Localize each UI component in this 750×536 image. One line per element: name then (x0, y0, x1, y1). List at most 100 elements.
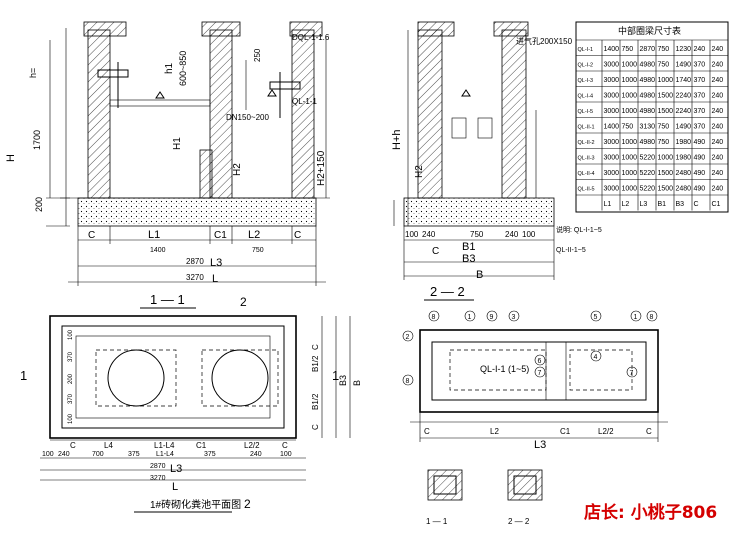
table-cell: 1500 (658, 93, 674, 100)
pdim-3270: 3270 (150, 475, 166, 482)
section-1-1: DQL-1-1.6 250 h1 600~850 h= QL-1-1 DN150… (5, 21, 330, 309)
label-600-850: 600~850 (178, 51, 188, 86)
callout-number: 8 (432, 314, 436, 321)
beam-l3: L3 (534, 439, 546, 451)
pm-1: 370 (68, 351, 74, 362)
dim-l-label: L (212, 273, 218, 285)
table-cell: 3130 (640, 124, 656, 131)
bd-l2: L2 (490, 427, 499, 436)
dim-c1: C1 (214, 230, 227, 241)
callout-circle (630, 310, 642, 322)
table-cell: 3000 (604, 93, 620, 100)
table-cell: 750 (622, 46, 634, 53)
left-wall (87, 29, 111, 199)
label-vent: 进气孔200X150 (516, 36, 573, 46)
table-cell: 1000 (622, 170, 638, 177)
cut-mark-1-right: 1 (332, 368, 339, 383)
table-header-cell: B1 (658, 201, 667, 208)
callout-circle (402, 330, 414, 342)
table-cell: 370 (694, 62, 706, 69)
pdim-2870: 2870 (150, 463, 166, 470)
table-header-cell: L1 (604, 201, 612, 208)
label-ql-1-1: QL-1-1 (292, 97, 317, 106)
plan-outer (49, 315, 297, 439)
table-cell: 240 (712, 93, 724, 100)
callout-number: 6 (538, 358, 542, 365)
pdim-l: L (172, 481, 178, 493)
table-cell: 2240 (676, 93, 692, 100)
table-cell: 2480 (676, 186, 692, 193)
ps-b: B (352, 380, 362, 386)
table-cell: 1000 (622, 62, 638, 69)
label-200: 200 (34, 197, 44, 212)
table-cell: 240 (712, 139, 724, 146)
bd-c2: C (646, 427, 652, 436)
table-cell: 240 (712, 186, 724, 193)
table-cell: 240 (712, 124, 724, 131)
table-cell: 5220 (640, 155, 656, 162)
table-cell: 3000 (604, 186, 620, 193)
table-cell: 370 (694, 108, 706, 115)
table-cell: 370 (694, 124, 706, 131)
ps-b3: B3 (338, 375, 348, 386)
dim22-750: 750 (470, 230, 484, 239)
table-cell: 3000 (604, 170, 620, 177)
pdim-6: 240 (250, 451, 262, 458)
label-H2: H2 (232, 163, 243, 176)
table-cell: 4980 (640, 93, 656, 100)
table-cell: 2480 (676, 170, 692, 177)
callout-number: 8 (406, 378, 410, 385)
small-title-2: 2 — 2 (508, 517, 530, 526)
table-cell: 1000 (622, 108, 638, 115)
table-cell: 1740 (676, 77, 692, 84)
pdim-l3: L3 (170, 463, 182, 475)
pdim-7: 100 (280, 451, 292, 458)
beam-label: QL-I-1 (1~5) (480, 364, 529, 374)
callout-circle (508, 310, 520, 322)
table-cell: QL-I-2 (578, 63, 594, 69)
table-cell: 490 (694, 170, 706, 177)
table-cell: 1490 (676, 124, 692, 131)
table-cell: QL-II-5 (578, 187, 595, 193)
table-cell: 3000 (604, 108, 620, 115)
label-Hh: H+h (391, 130, 403, 151)
table-cell: 1400 (604, 46, 620, 53)
cut-mark-2-bottom: 2 (244, 497, 251, 511)
label-dql: DQL-1-1.6 (292, 33, 330, 42)
bd-l22: L2/2 (598, 427, 614, 436)
dim-l3-label: L3 (210, 257, 222, 269)
table-cell: 1000 (622, 139, 638, 146)
beam-outline (419, 329, 659, 413)
dim22-b: B (476, 269, 483, 281)
table-cell: 1500 (658, 170, 674, 177)
table-cell: 750 (658, 124, 670, 131)
dim-c-right: C (294, 230, 301, 241)
callout-number: 2 (406, 334, 410, 341)
table-cell: 490 (694, 139, 706, 146)
section-title-2-2: 2 — 2 (430, 284, 465, 299)
table-cell: 490 (694, 155, 706, 162)
callout-circle (646, 310, 658, 322)
pm-0: 100 (68, 329, 74, 340)
table-cell: QL-I-5 (578, 109, 594, 115)
pm-4: 100 (68, 413, 74, 424)
pl-l1l4: L1-L4 (154, 441, 175, 450)
watermark: 店长: 小桃子806 (584, 502, 717, 523)
callout-circle (428, 310, 440, 322)
table-cell: 750 (658, 46, 670, 53)
table-cell: 1980 (676, 139, 692, 146)
table-cell: 3000 (604, 139, 620, 146)
label-250: 250 (253, 48, 262, 62)
pl-c: C (70, 441, 76, 450)
section-title-1-1: 1 — 1 (150, 292, 185, 307)
callout-circle (590, 350, 602, 362)
table-cell: 2240 (676, 108, 692, 115)
callout-circle (534, 366, 546, 378)
table-header-cell: C (694, 201, 699, 208)
callout-number: 1 (634, 314, 638, 321)
table-cell: 1000 (622, 155, 638, 162)
label-H: H (5, 154, 17, 162)
label-H2-150: H2+150 (316, 150, 327, 186)
